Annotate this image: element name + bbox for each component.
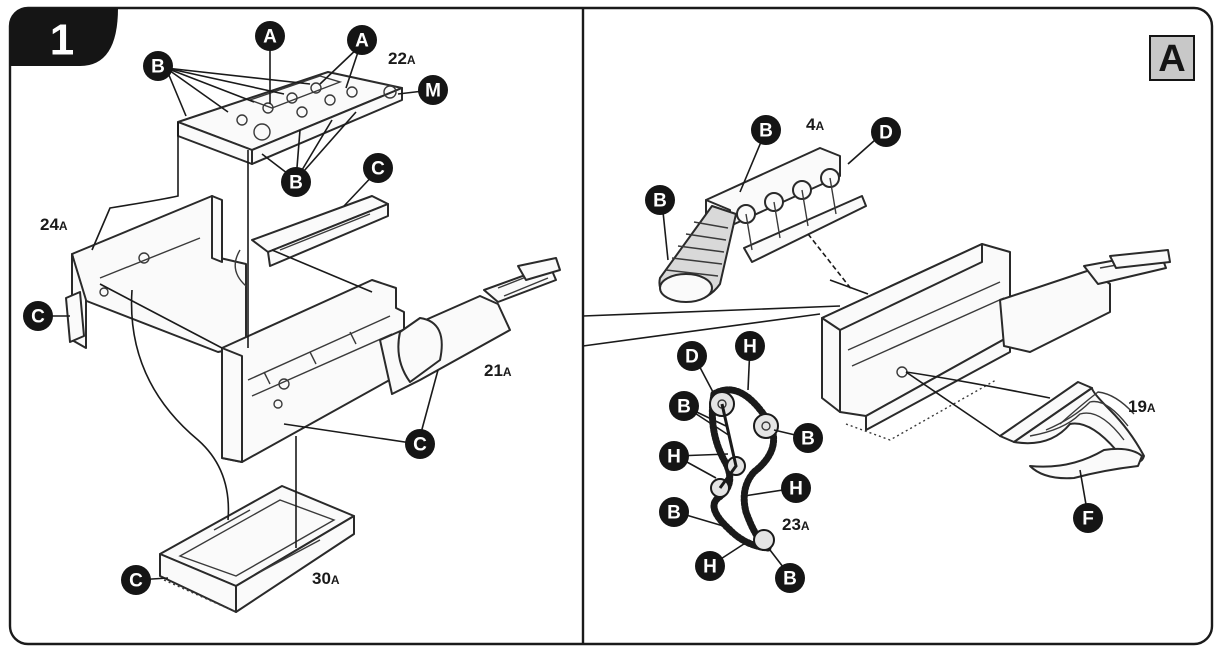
svg-text:F: F [1082,509,1094,530]
svg-text:D: D [879,123,893,144]
svg-text:B: B [667,503,681,524]
part-number-21a: 21A [484,361,512,380]
callout-m: M [418,75,448,105]
svg-text:D: D [685,347,699,368]
svg-text:M: M [425,81,441,102]
callout-b-belt-lower-left: B [659,497,689,527]
callout-c-tray: C [121,565,151,595]
step-badge: 1 [10,8,118,66]
callout-c-frame: C [23,301,53,331]
part-number-4a: 4A [806,115,824,134]
svg-text:C: C [129,571,143,592]
left-leaders [40,45,439,581]
callout-f-exhaust: F [1073,503,1103,533]
callout-h-belt-top: H [735,331,765,361]
svg-text:B: B [801,429,815,450]
callout-b-deck: B [143,51,173,81]
callout-b-belt-bottom: B [775,563,805,593]
detail-letter: A [1158,38,1185,80]
hull-detail [821,243,1171,441]
svg-text:C: C [371,159,385,180]
svg-text:B: B [151,57,165,78]
callout-h-belt-right: H [781,473,811,503]
hull-21a [221,257,561,463]
callout-c-rail: C [363,153,393,183]
svg-text:C: C [413,435,427,456]
callout-d-manifold: D [871,117,901,147]
left-guide-lines [91,122,373,548]
callout-b-deck-lower: B [281,167,311,197]
part-number-30a: 30A [312,569,340,588]
callout-h-belt-bottom: H [695,551,725,581]
callout-b-belt-upper-left: B [669,391,699,421]
svg-text:H: H [667,447,681,468]
svg-text:B: B [677,397,691,418]
tray-30a [159,485,355,613]
svg-text:B: B [289,173,303,194]
svg-text:H: H [743,337,757,358]
manifold-4a [658,147,867,303]
svg-text:B: B [783,569,797,590]
svg-text:B: B [759,121,773,142]
svg-text:B: B [653,191,667,212]
part-number-23a: 23A [782,515,810,534]
part-number-24a: 24A [40,215,68,234]
svg-text:A: A [263,27,277,48]
part-number-22a: 22A [388,49,416,68]
callout-b-belt-right: B [793,423,823,453]
callout-a-2: A [347,25,377,55]
callout-c-hull: C [405,429,435,459]
outer-frame [8,6,1214,646]
belt-assembly-23a [708,386,779,552]
callout-b-hose: B [645,185,675,215]
svg-text:H: H [789,479,803,500]
exhaust-19a [999,381,1145,480]
callout-h-belt-left: H [659,441,689,471]
callout-b-manifold: B [751,115,781,145]
chassis-frame-24a [65,195,247,353]
svg-text:H: H [703,557,717,578]
step-number: 1 [50,16,74,65]
zoom-lines [582,305,841,347]
side-rail [234,195,389,287]
part-number-19a: 19A [1128,397,1156,416]
right-leaders [661,129,1089,577]
svg-text:C: C [31,307,45,328]
callout-a-1: A [255,21,285,51]
callout-d-belt: D [677,341,707,371]
svg-text:A: A [355,31,369,52]
detail-tag: A [1149,35,1195,81]
engine-deck-22a [177,71,403,165]
